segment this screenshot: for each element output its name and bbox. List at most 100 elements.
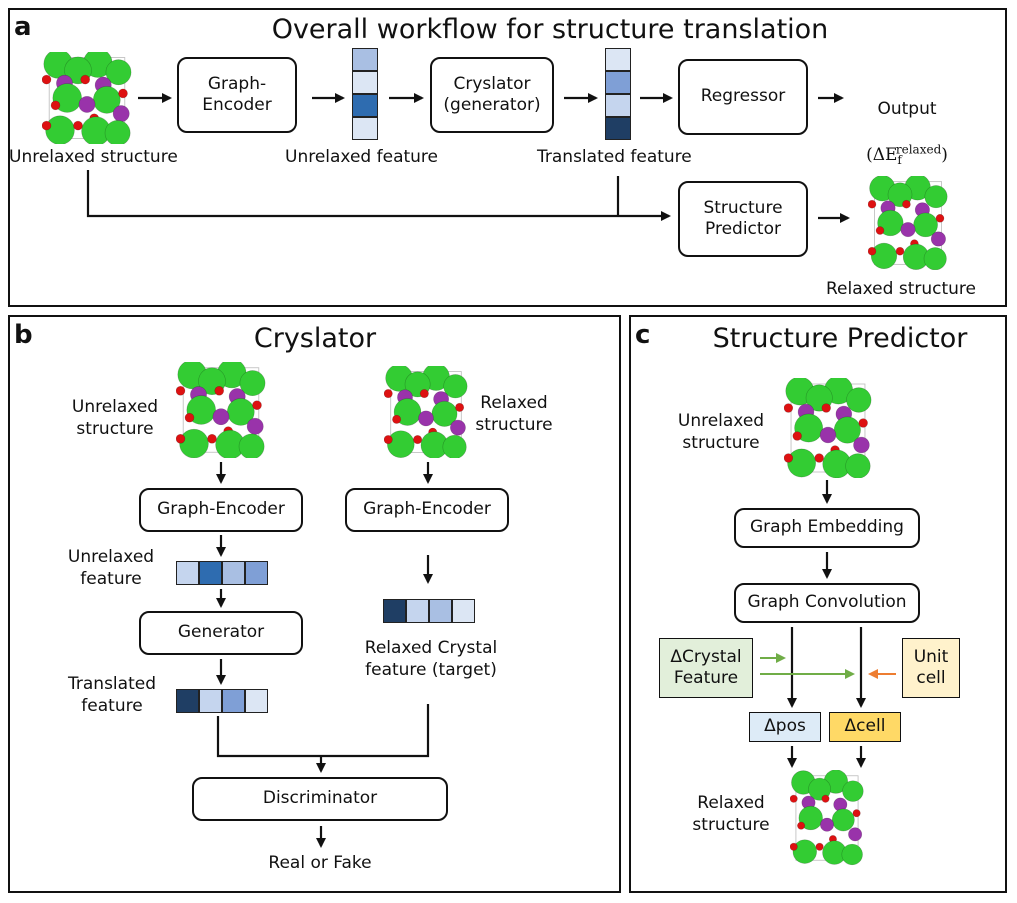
relaxed-structure-a-label: Relaxed structure bbox=[826, 279, 976, 299]
green-atom bbox=[798, 805, 823, 831]
delta-crystal-feature-c: ΔCrystal Feature bbox=[659, 638, 753, 698]
real-or-fake-label: Real or Fake bbox=[268, 853, 372, 873]
red-atom bbox=[789, 842, 798, 851]
cryslator-generator-a: Cryslator (generator) bbox=[430, 57, 554, 133]
purple-atom bbox=[820, 817, 834, 832]
feature-cell bbox=[383, 599, 406, 623]
feature-cell bbox=[605, 117, 631, 140]
feature-cell bbox=[605, 71, 631, 94]
green-atom bbox=[841, 843, 863, 866]
unrelaxed-feature-a-label: Unrelaxed feature bbox=[285, 147, 438, 167]
red-atom bbox=[792, 431, 802, 441]
discriminator-b: Discriminator bbox=[192, 777, 448, 821]
green-atom bbox=[794, 413, 824, 443]
feature-cell bbox=[176, 561, 199, 585]
red-atom bbox=[821, 403, 831, 413]
feature-cell bbox=[199, 561, 222, 585]
panel-a bbox=[8, 8, 1007, 307]
graph-encoder-b-left: Graph-Encoder bbox=[139, 488, 303, 532]
purple-atom bbox=[212, 408, 230, 426]
unrelaxed-structure-a bbox=[41, 48, 132, 146]
red-atom bbox=[207, 434, 217, 444]
red-atom bbox=[175, 434, 186, 444]
unrelaxed-structure-c-label: Unrelaxed structure bbox=[677, 411, 765, 454]
purple-atom bbox=[853, 436, 870, 454]
unrelaxed-structure-c bbox=[783, 375, 872, 479]
crystal-structure-graphic bbox=[383, 363, 468, 460]
relaxed-structure-b bbox=[383, 363, 468, 460]
purple-atom bbox=[450, 419, 466, 436]
output-formula-sub: f bbox=[897, 153, 902, 168]
translated-feature-a-label: Translated feature bbox=[537, 147, 692, 167]
graph-embedding-c: Graph Embedding bbox=[734, 508, 920, 548]
red-atom bbox=[821, 794, 830, 803]
green-atom bbox=[808, 777, 832, 801]
red-atom bbox=[783, 453, 794, 463]
red-atom bbox=[867, 246, 877, 256]
panel-b bbox=[8, 315, 621, 893]
panel-c-letter: c bbox=[635, 320, 651, 350]
green-atom bbox=[870, 242, 898, 269]
unit-cell-c: Unit cell bbox=[902, 638, 960, 698]
green-atom bbox=[239, 370, 266, 397]
green-atom bbox=[846, 387, 872, 413]
graph-encoder-b-right: Graph-Encoder bbox=[345, 488, 509, 532]
green-atom bbox=[831, 808, 855, 832]
feature-cell bbox=[406, 599, 429, 623]
regressor-a: Regressor bbox=[678, 59, 808, 135]
output-text: Output bbox=[877, 99, 937, 120]
green-atom bbox=[877, 209, 904, 237]
red-atom bbox=[118, 88, 128, 99]
delta-pos-c: Δpos bbox=[749, 712, 821, 742]
generator-b: Generator bbox=[139, 611, 303, 655]
green-atom bbox=[787, 448, 816, 478]
red-atom bbox=[50, 100, 61, 111]
crystal-structure-graphic bbox=[175, 358, 266, 460]
purple-atom bbox=[930, 231, 946, 247]
green-atom bbox=[924, 185, 948, 209]
panel-b-title: Cryslator bbox=[253, 323, 377, 354]
red-atom bbox=[815, 842, 824, 851]
graph-convolution-c: Graph Convolution bbox=[734, 583, 920, 623]
relaxed-structure-c-label: Relaxed structure bbox=[692, 793, 770, 836]
red-atom bbox=[383, 389, 393, 399]
red-atom bbox=[392, 414, 402, 424]
feature-cell bbox=[605, 94, 631, 117]
green-atom bbox=[833, 416, 861, 444]
red-atom bbox=[41, 74, 52, 85]
green-atom bbox=[186, 395, 216, 425]
output-formula: (ΔEfrelaxed) bbox=[866, 142, 948, 168]
feature-cell bbox=[352, 94, 378, 117]
feature-cell bbox=[245, 689, 268, 713]
red-atom bbox=[858, 418, 868, 428]
feature-cell bbox=[352, 71, 378, 94]
green-atom bbox=[443, 374, 468, 399]
feature-cell bbox=[222, 689, 245, 713]
feature-cell bbox=[245, 561, 268, 585]
green-atom bbox=[52, 83, 82, 113]
crystal-structure-graphic bbox=[41, 48, 132, 146]
panel-b-letter: b bbox=[14, 320, 33, 350]
green-atom bbox=[923, 247, 947, 271]
panel-a-letter: a bbox=[14, 12, 32, 42]
panel-c bbox=[629, 315, 1007, 893]
purple-atom bbox=[78, 96, 96, 113]
green-atom bbox=[387, 430, 415, 458]
arrow bbox=[216, 704, 430, 758]
feature-cell bbox=[352, 48, 378, 71]
crystal-structure-graphic bbox=[789, 769, 864, 866]
purple-atom bbox=[418, 410, 434, 427]
red-atom bbox=[797, 821, 806, 830]
feature-cell bbox=[222, 561, 245, 585]
relaxed-structure-a bbox=[867, 174, 948, 271]
red-atom bbox=[789, 794, 798, 803]
red-atom bbox=[783, 403, 794, 413]
feature-cell bbox=[429, 599, 452, 623]
purple-atom bbox=[819, 426, 837, 444]
arrow bbox=[86, 170, 671, 221]
output-formula-close: ) bbox=[941, 144, 948, 165]
unrelaxed-structure-b-label: Unrelaxed structure bbox=[71, 397, 159, 440]
unrelaxed-feature-b-label: Unrelaxed feature bbox=[67, 547, 155, 590]
graph-encoder-a: Graph- Encoder bbox=[177, 57, 297, 133]
